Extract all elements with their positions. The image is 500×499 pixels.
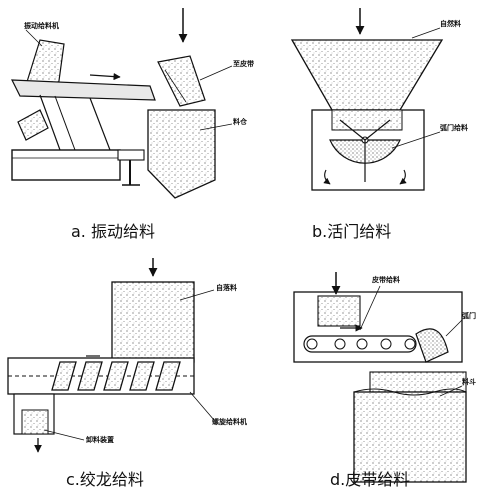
panel-b-gate-feeder: 自然料 弧门给料 <box>290 8 468 191</box>
panel-a-vibratory-feeder: 振动给料机 至皮带 料仓 <box>11 8 254 199</box>
panel-d-belt-feeder: 皮带给料 弧门 料斗 <box>293 272 476 483</box>
label-screw-feeder: 螺旋给料机 <box>212 417 247 426</box>
label-gravity-material: 自落料 <box>216 283 237 292</box>
caption-c: c.绞龙给料 <box>66 470 144 489</box>
label-hopper: 料斗 <box>462 377 476 386</box>
label-natural-material: 自然料 <box>440 19 461 28</box>
caption-b: b.活门给料 <box>312 222 392 241</box>
label-to-belt: 至皮带 <box>233 59 254 68</box>
caption-a: a. 振动给料 <box>71 222 155 241</box>
panel-c-screw-feeder: 自落料 螺旋给料机 卸料装置 <box>7 258 247 453</box>
label-gate-feeding: 弧门给料 <box>440 123 468 132</box>
label-discharge-device: 卸料装置 <box>86 435 114 444</box>
label-bin: 料仓 <box>233 117 248 126</box>
label-vibratory-feeder: 振动给料机 <box>24 21 59 30</box>
caption-d: d.皮带给料 <box>330 470 410 489</box>
label-belt-feeding: 皮带给料 <box>371 275 400 284</box>
label-arc-gate: 弧门 <box>462 311 476 320</box>
